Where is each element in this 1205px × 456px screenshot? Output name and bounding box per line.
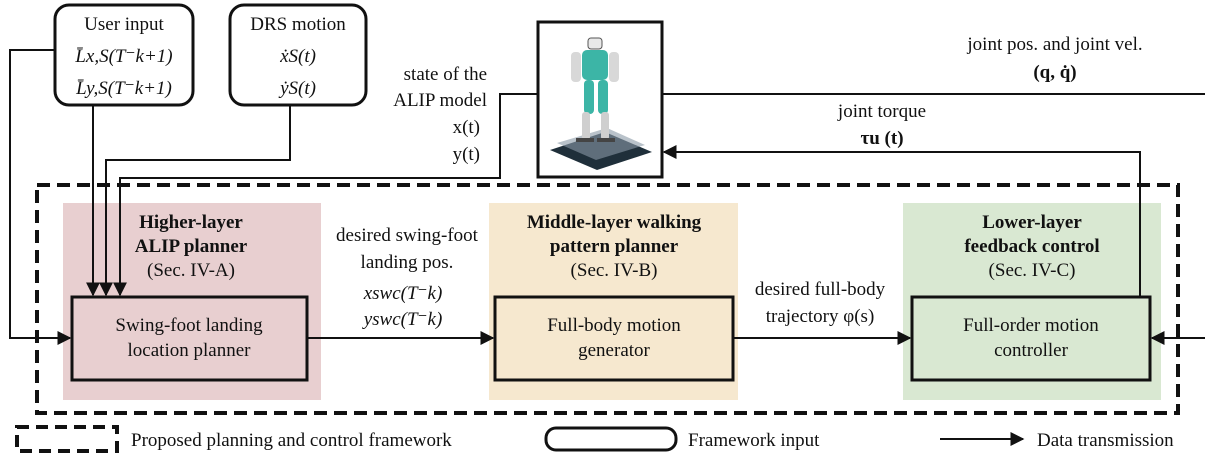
user-input-ly: L̄y,S(T⁻k+1) — [75, 78, 172, 99]
robot-illustration — [536, 20, 664, 179]
higher-layer-title-1: Higher-layer — [139, 212, 243, 233]
higher-layer-section: (Sec. IV-A) — [147, 260, 235, 281]
lower-layer-background — [903, 203, 1161, 400]
lower-layer-section: (Sec. IV-C) — [989, 260, 1076, 281]
motion-controller-label-2: controller — [994, 340, 1069, 361]
legend-rounded-box — [544, 426, 678, 452]
legend-input-text: Framework input — [688, 430, 820, 451]
drs-motion-ydot: ẏS(t) — [278, 78, 316, 99]
motion-generator-label-2: generator — [578, 340, 650, 361]
legend-data-text: Data transmission — [1037, 430, 1174, 451]
drs-motion-title: DRS motion — [250, 14, 346, 35]
motion-controller-label-1: Full-order motion — [963, 315, 1099, 336]
user-input-lx: L̄x,S(T⁻k+1) — [74, 46, 172, 67]
middle-layer-title-2: pattern planner — [550, 236, 679, 257]
framework-boundary — [35, 183, 1180, 415]
legend-framework-text: Proposed planning and control framework — [131, 430, 452, 451]
legend-dashed-box — [15, 425, 119, 453]
lower-layer-title-2: feedback control — [964, 236, 1099, 257]
state-label-1: state of the — [404, 64, 487, 85]
connections — [9, 49, 1205, 345]
middle-layer-section: (Sec. IV-B) — [571, 260, 658, 281]
user-input-arrow — [9, 49, 72, 345]
motion-generator-label-1: Full-body motion — [547, 315, 681, 336]
state-x: x(t) — [453, 117, 480, 138]
swing-edge-label-2: landing pos. — [361, 252, 454, 273]
swing-foot-planner-label-2: location planner — [128, 340, 252, 361]
legend: Proposed planning and control framework … — [15, 425, 1174, 453]
middle-layer-title-1: Middle-layer walking — [527, 212, 702, 233]
joint-torque-label: joint torque — [837, 101, 926, 122]
higher-layer-title-2: ALIP planner — [135, 236, 248, 257]
robot-state-arrow — [113, 93, 538, 297]
drs-motion-box — [228, 3, 368, 107]
drs-motion-xdot: ẋS(t) — [279, 46, 316, 67]
swing-edge-x: xswc(T⁻k) — [363, 283, 443, 304]
traj-edge-label-1: desired full-body — [755, 279, 886, 300]
motion-controller-box — [910, 295, 1152, 382]
middle-layer-background — [489, 203, 738, 400]
q-qdot-label: (q, q̇) — [1033, 62, 1076, 83]
traj-edge-label-2: trajectory φ(s) — [766, 306, 875, 327]
joint-pos-vel-label: joint pos. and joint vel. — [966, 34, 1142, 55]
user-input-title: User input — [84, 14, 164, 35]
state-label-2: ALIP model — [393, 90, 487, 111]
drs-motion-arrow — [99, 105, 291, 297]
swing-edge-label-1: desired swing-foot — [336, 225, 479, 246]
tau-label: τu (t) — [860, 128, 903, 149]
state-y: y(t) — [453, 144, 480, 165]
lower-layer-title-1: Lower-layer — [982, 212, 1082, 233]
torque-arrow — [662, 145, 1141, 297]
swing-foot-planner-label-1: Swing-foot landing — [115, 315, 263, 336]
swing-edge-y: yswc(T⁻k) — [362, 309, 443, 330]
user-input-box — [53, 3, 195, 107]
